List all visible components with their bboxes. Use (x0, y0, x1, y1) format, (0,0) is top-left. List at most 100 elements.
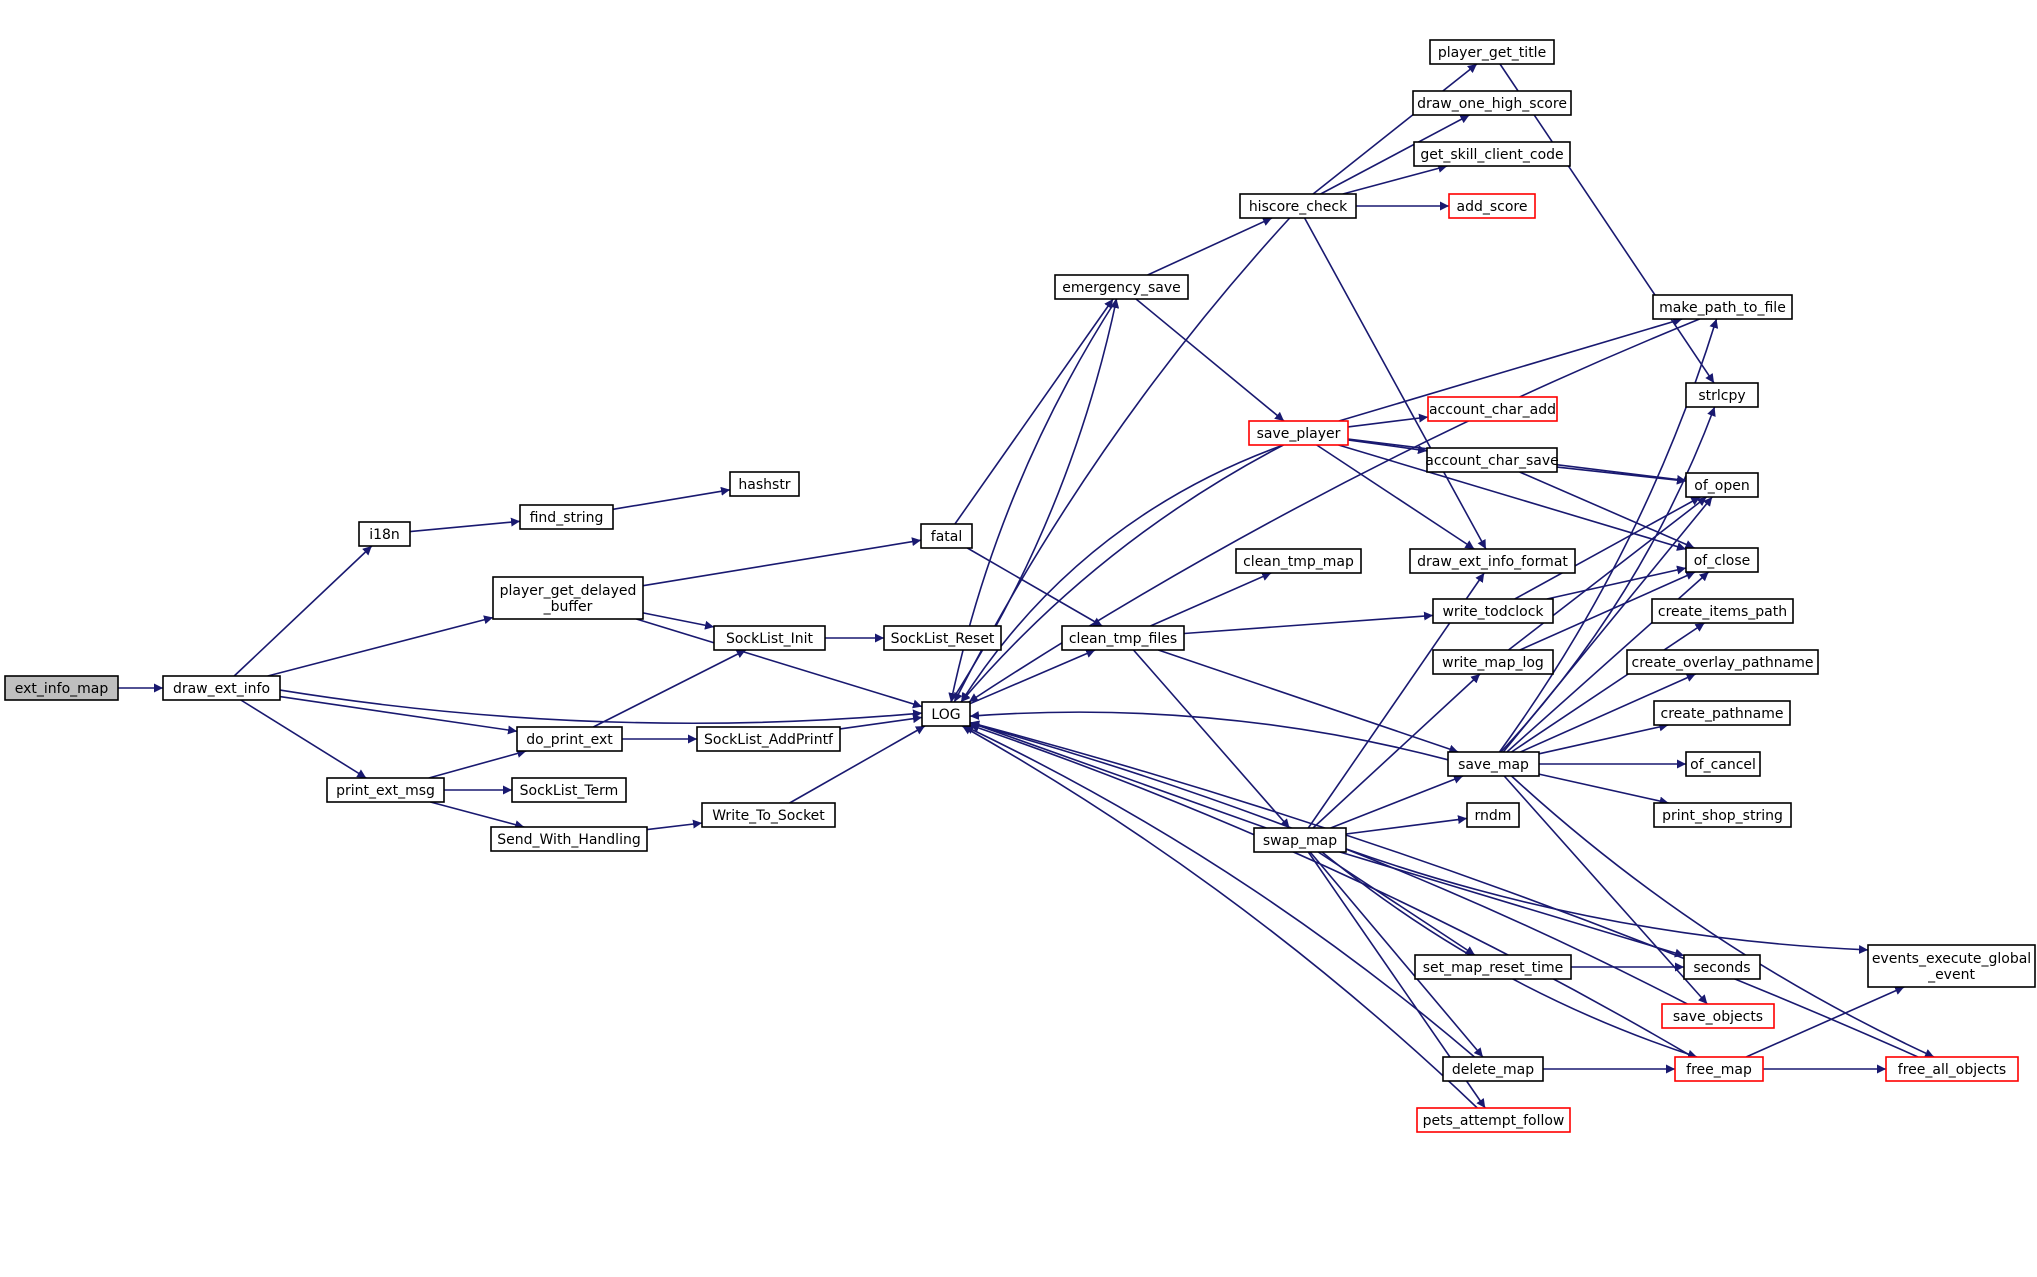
node-of-cancel[interactable]: of_cancel (1685, 751, 1761, 777)
edge-save_map-to-create_items_path (1511, 622, 1705, 753)
node-label: of_open (1694, 478, 1749, 494)
edge-emergency_save-to-hiscore_check (1147, 217, 1273, 276)
edge-write_map_log-to-of_open (1508, 496, 1707, 651)
edge-swap_map-to-seconds (1339, 851, 1685, 958)
node-player-get-title[interactable]: player_get_title (1429, 39, 1555, 65)
node-emergency-save[interactable]: emergency_save (1054, 274, 1189, 300)
edge-emergency_save-to-save_player (1135, 298, 1285, 422)
node-label: hiscore_check (1249, 199, 1348, 215)
node-get-skill-client-code[interactable]: get_skill_client_code (1413, 141, 1571, 167)
node-label: delete_map (1452, 1062, 1534, 1078)
node-rndm[interactable]: rndm (1466, 802, 1520, 828)
edge-swap_map-to-LOG (969, 721, 1267, 829)
node-account-char-add[interactable]: account_char_add (1427, 396, 1558, 422)
node-create-items-path[interactable]: create_items_path (1651, 598, 1794, 624)
node-strlcpy[interactable]: strlcpy (1685, 382, 1759, 408)
node-draw-ext-info-format[interactable]: draw_ext_info_format (1409, 548, 1576, 574)
node-draw-one-high-score[interactable]: draw_one_high_score (1412, 90, 1572, 116)
node-set-map-reset-time[interactable]: set_map_reset_time (1414, 954, 1572, 980)
node-pets-attempt-follow[interactable]: pets_attempt_follow (1416, 1107, 1571, 1133)
node-add-score[interactable]: add_score (1448, 193, 1536, 219)
edge-save_map-to-create_overlay_pathname (1520, 673, 1696, 753)
node-do-print-ext[interactable]: do_print_ext (516, 726, 623, 752)
node-clean-tmp-files[interactable]: clean_tmp_files (1061, 625, 1185, 651)
edge-do_print_ext-to-SockList_Init (592, 649, 747, 728)
node-events-execute-global-event[interactable]: events_execute_global_event (1867, 944, 2036, 988)
node-save-map[interactable]: save_map (1447, 751, 1540, 777)
node-box (1867, 944, 2036, 988)
node-find-string[interactable]: find_string (519, 504, 614, 530)
node-socklist-term[interactable]: SockList_Term (511, 777, 627, 803)
node-box (1409, 548, 1576, 574)
node-hashstr[interactable]: hashstr (729, 471, 800, 497)
node-draw-ext-info[interactable]: draw_ext_info (162, 675, 281, 701)
node-box (1432, 649, 1554, 675)
node-socklist-addprintf[interactable]: SockList_AddPrintf (696, 726, 841, 752)
node-label: get_skill_client_code (1420, 147, 1563, 163)
node-box (1653, 802, 1792, 828)
node-box (1661, 1003, 1775, 1029)
node-account-char-save[interactable]: account_char_save (1425, 447, 1559, 473)
node-free-all-objects[interactable]: free_all_objects (1885, 1056, 2019, 1082)
node-label: pets_attempt_follow (1423, 1113, 1565, 1129)
node-label: player_get_delayed (500, 583, 637, 599)
node-box (1414, 954, 1572, 980)
edge-swap_map-to-events_execute_global_event (1345, 848, 1869, 955)
node-label: draw_one_high_score (1417, 96, 1567, 112)
node-box (1426, 447, 1558, 473)
node-player-get-delayed-buffer[interactable]: player_get_delayed_buffer (492, 576, 644, 620)
node-label: ext_info_map (15, 681, 109, 697)
node-box (729, 471, 800, 497)
node-fatal[interactable]: fatal (920, 523, 973, 549)
edge-print_ext_msg-to-do_print_ext (428, 749, 527, 779)
node-label: swap_map (1263, 833, 1337, 849)
edge-draw_ext_info-to-print_ext_msg (240, 699, 367, 779)
node-hiscore-check[interactable]: hiscore_check (1239, 193, 1357, 219)
edge-swap_map-to-rndm (1345, 815, 1468, 835)
node-of-close[interactable]: of_close (1685, 547, 1759, 573)
node-label: save_objects (1673, 1009, 1763, 1025)
node-box (701, 802, 836, 828)
edge-delete_map-to-LOG (964, 725, 1476, 1058)
node-ext-info-map[interactable]: ext_info_map (4, 675, 119, 701)
node-label: set_map_reset_time (1423, 960, 1564, 976)
node-label: print_ext_msg (336, 783, 435, 799)
node-box (492, 576, 644, 620)
node-swap-map[interactable]: swap_map (1253, 827, 1347, 853)
node-make-path-to-file[interactable]: make_path_to_file (1652, 294, 1793, 320)
node-log[interactable]: LOG (921, 701, 971, 727)
node-save-player[interactable]: save_player (1248, 420, 1349, 446)
edge-draw_ext_info-to-player_get_delayed_buffer (267, 615, 494, 677)
node-print-shop-string[interactable]: print_shop_string (1653, 802, 1792, 828)
edge-swap_map-to-write_map_log (1312, 673, 1481, 829)
edge-save_player-to-account_char_save (1347, 439, 1428, 455)
node-box (1466, 802, 1520, 828)
node-save-objects[interactable]: save_objects (1661, 1003, 1775, 1029)
node-box (713, 625, 826, 651)
node-socklist-reset[interactable]: SockList_Reset (883, 625, 1002, 651)
node-box (1442, 1056, 1544, 1082)
node-of-open[interactable]: of_open (1685, 472, 1759, 498)
edge-free_map-to-events_execute_global_event (1745, 986, 1905, 1058)
node-box (511, 777, 627, 803)
node-label: create_pathname (1661, 706, 1784, 722)
node-send-with-handling[interactable]: Send_With_Handling (490, 826, 648, 852)
node-write-map-log[interactable]: write_map_log (1432, 649, 1554, 675)
node-create-overlay-pathname[interactable]: create_overlay_pathname (1626, 649, 1819, 675)
node-box (162, 675, 281, 701)
node-box (1239, 193, 1357, 219)
node-delete-map[interactable]: delete_map (1442, 1056, 1544, 1082)
node-i18n[interactable]: i18n (358, 521, 411, 547)
node-free-map[interactable]: free_map (1674, 1056, 1764, 1082)
node-seconds[interactable]: seconds (1683, 954, 1761, 980)
node-clean-tmp-map[interactable]: clean_tmp_map (1235, 548, 1362, 574)
node-write-todclock[interactable]: write_todclock (1432, 598, 1554, 624)
node-write-to-socket[interactable]: Write_To_Socket (701, 802, 836, 828)
node-box (696, 726, 841, 752)
node-label: seconds (1693, 960, 1750, 976)
node-print-ext-msg[interactable]: print_ext_msg (326, 777, 445, 803)
node-socklist-init[interactable]: SockList_Init (713, 625, 826, 651)
node-box (1885, 1056, 2019, 1082)
edge-draw_ext_info-to-i18n (233, 545, 373, 677)
node-create-pathname[interactable]: create_pathname (1653, 700, 1791, 726)
